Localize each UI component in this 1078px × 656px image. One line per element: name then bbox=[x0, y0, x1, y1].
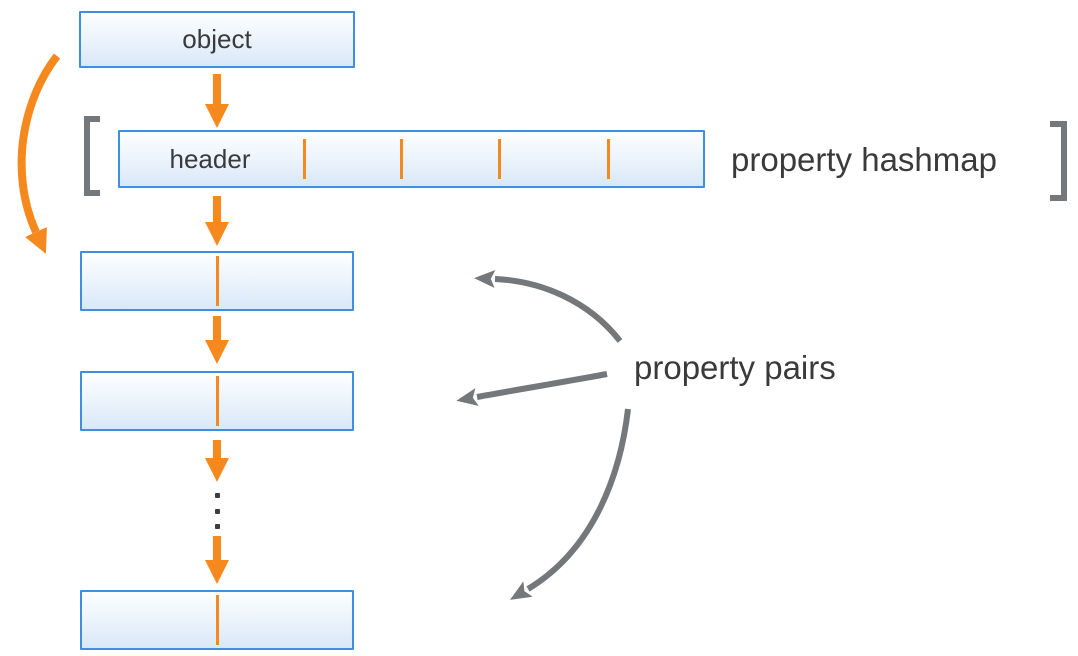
header-label: header bbox=[169, 143, 251, 174]
pairs-label-arrow-middle bbox=[456, 371, 608, 406]
pair-divider bbox=[215, 376, 219, 426]
object-label: object bbox=[182, 24, 252, 54]
property-pairs-label: property pairs bbox=[634, 349, 836, 386]
slot-divider-2 bbox=[400, 139, 403, 179]
slot-divider-4 bbox=[607, 139, 610, 179]
slot-divider-3 bbox=[498, 139, 501, 179]
ellipsis-dot bbox=[215, 509, 220, 514]
property-hashmap-label: property hashmap bbox=[731, 141, 997, 178]
pair-divider bbox=[215, 595, 219, 645]
ellipsis-dots bbox=[215, 493, 220, 529]
ellipsis-dot bbox=[215, 493, 220, 498]
property-pair-node-1 bbox=[80, 251, 354, 311]
left-bracket bbox=[84, 116, 100, 196]
object-node: object bbox=[79, 11, 355, 68]
slot-divider-1 bbox=[303, 139, 306, 179]
property-pair-node-3 bbox=[80, 590, 354, 650]
pairs-label-arrow-bottom bbox=[510, 408, 631, 600]
object-to-pair1-curved-arrow bbox=[17, 53, 61, 254]
right-bracket bbox=[1050, 121, 1067, 201]
pairs-label-arrow-top bbox=[474, 270, 623, 343]
ellipsis-dot bbox=[215, 524, 220, 529]
hashmap-node: header bbox=[118, 130, 705, 188]
property-pair-node-2 bbox=[80, 371, 354, 431]
pair-divider bbox=[215, 256, 219, 306]
